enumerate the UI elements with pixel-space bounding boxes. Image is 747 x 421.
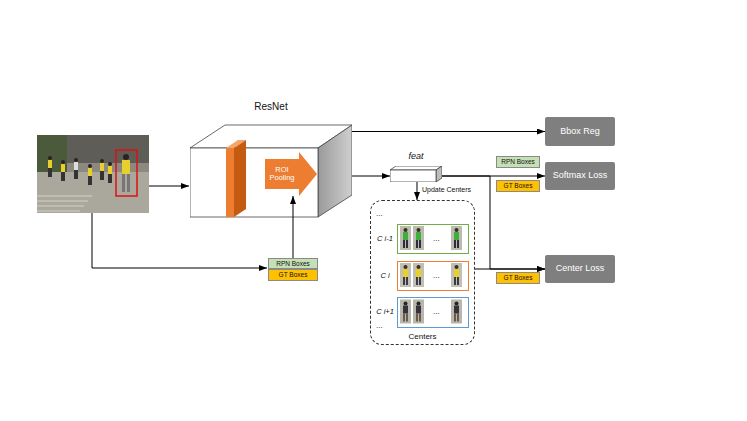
center-row: C i... xyxy=(373,261,469,291)
box-tag: RPN Boxes xyxy=(496,156,540,168)
box-tag: RPN Boxes xyxy=(268,258,318,269)
ellipsis-label: ... xyxy=(376,210,383,219)
label-anchor: ... xyxy=(376,210,383,219)
box-label: GT Boxes xyxy=(279,271,308,278)
ellipsis: ... xyxy=(433,272,440,281)
center-row: C i+1... xyxy=(373,297,469,328)
image-wire xyxy=(92,213,267,268)
center-thumbnails xyxy=(400,226,462,324)
box-label: GT Boxes xyxy=(504,274,533,281)
center-row-frame: ... xyxy=(397,224,469,254)
box-tag: GT Boxes xyxy=(496,272,540,284)
centers-group: CentersC i-1...C i...C i+1... xyxy=(370,200,475,345)
loss-box: Center Loss xyxy=(545,255,615,283)
ellipsis-label: ... xyxy=(376,322,383,331)
box-label: Center Loss xyxy=(556,264,605,274)
box-label: RPN Boxes xyxy=(276,260,310,267)
group-title: Centers xyxy=(408,333,436,342)
box-tag: GT Boxes xyxy=(268,269,318,281)
feature-bar: feat xyxy=(390,150,442,182)
resnet-shape xyxy=(190,98,352,218)
box-label: Softmax Loss xyxy=(553,171,608,181)
roi-pooling-arrow: ROI Pooling xyxy=(265,152,317,196)
flow-arrow xyxy=(352,176,390,177)
label-anchor: ... xyxy=(376,322,383,331)
image-arrow xyxy=(149,186,189,187)
center-row-frame: ... xyxy=(397,261,469,291)
center-row-frame: ... xyxy=(397,297,469,328)
feature-title: feat xyxy=(408,152,423,162)
ellipsis: ... xyxy=(433,235,440,244)
flow-arrow xyxy=(293,196,294,258)
block-label: ROI Pooling xyxy=(265,166,299,183)
center-name: C i xyxy=(373,272,397,280)
edge-label: Update Centers xyxy=(422,186,471,194)
center-name: C i+1 xyxy=(373,308,397,316)
center-name: C i-1 xyxy=(373,235,397,243)
detection-box xyxy=(116,150,137,196)
loss-box: Softmax Loss xyxy=(545,162,615,190)
box-tag: GT Boxes xyxy=(496,180,540,192)
ellipsis: ... xyxy=(433,308,440,317)
box-label: Bbox Reg xyxy=(560,127,600,137)
feature-bar-shape xyxy=(390,166,442,182)
box-label: RPN Boxes xyxy=(501,158,535,165)
edge-label-anchor: Update Centers xyxy=(422,186,471,194)
center-row: C i-1... xyxy=(373,224,469,254)
flow-arrow xyxy=(352,131,545,132)
box-label: GT Boxes xyxy=(504,182,533,189)
block-title: ResNet xyxy=(254,101,287,112)
input-photo xyxy=(37,135,149,213)
resnet-block: ResNetROI Pooling xyxy=(190,98,352,218)
pedestrian xyxy=(48,154,130,192)
flow-arrow xyxy=(417,182,418,200)
flow-arrow xyxy=(475,269,545,270)
loss-box: Bbox Reg xyxy=(545,117,615,146)
